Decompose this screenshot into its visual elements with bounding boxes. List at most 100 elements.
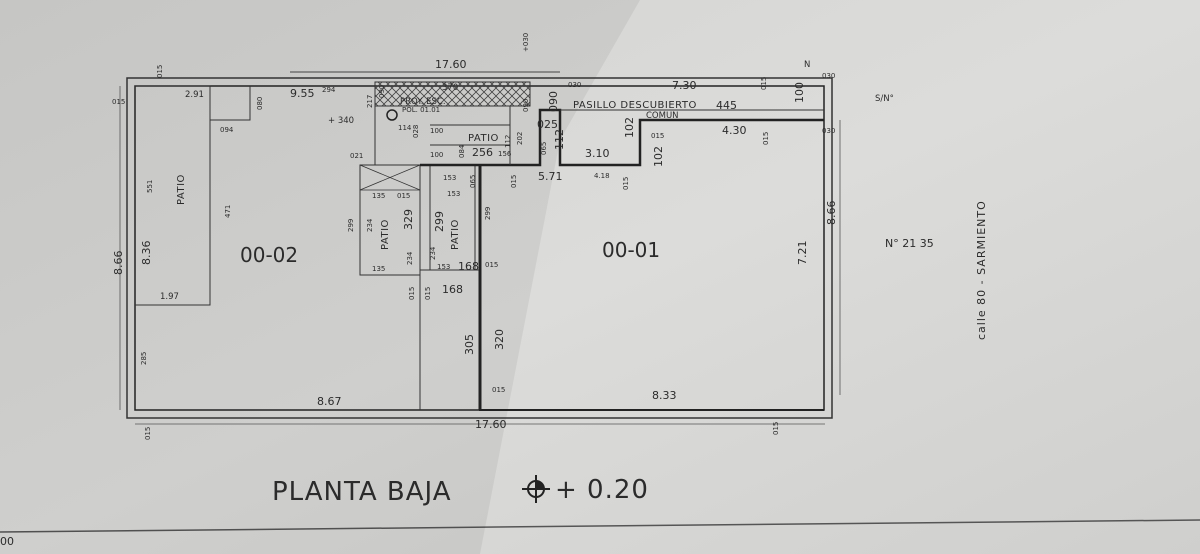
dim-168a: 168 bbox=[458, 260, 479, 273]
dim-015-h: 015 bbox=[492, 386, 505, 394]
dim-445: 445 bbox=[716, 99, 737, 112]
dim-721: 7.21 bbox=[796, 241, 809, 266]
dim-094: 094 bbox=[220, 126, 234, 134]
level-text: + 0.20 bbox=[555, 475, 649, 505]
dim-015-g: 015 bbox=[762, 132, 770, 145]
dim-234a: 234 bbox=[366, 218, 374, 232]
dim-234b: 234 bbox=[406, 251, 414, 265]
plan-title: PLANTA BAJA bbox=[272, 477, 452, 507]
dim-065b: 065 bbox=[469, 175, 477, 188]
dim-168b: 168 bbox=[442, 283, 463, 296]
outer-wall bbox=[126, 77, 833, 419]
dim-015-b: 015 bbox=[156, 65, 164, 78]
dim-025: 025 bbox=[537, 118, 558, 131]
dim-bottom: 17.60 bbox=[475, 418, 507, 431]
dim-015-a: 015 bbox=[651, 132, 664, 140]
sn-label: S/N° bbox=[875, 94, 894, 104]
dim-015-e: 015 bbox=[772, 422, 780, 435]
dim-015-l: 015 bbox=[408, 287, 416, 300]
dim-202: 202 bbox=[516, 132, 524, 145]
dim-015-m: 015 bbox=[424, 287, 432, 300]
dim-021: 021 bbox=[350, 152, 363, 160]
dim-730: 7.30 bbox=[672, 79, 697, 92]
proy-esc-label: PROY. ESC. bbox=[400, 97, 446, 107]
street-name: calle 80 - SARMIENTO bbox=[975, 200, 988, 340]
dim-551: 551 bbox=[146, 180, 154, 193]
dim-030-b: 030 bbox=[568, 81, 581, 89]
dim-329: 329 bbox=[402, 209, 415, 230]
dim-867: 8.67 bbox=[317, 395, 342, 408]
dim-015-d: 015 bbox=[144, 427, 152, 440]
dim-234c: 234 bbox=[429, 246, 437, 260]
edge-fragment: 00 bbox=[0, 535, 14, 548]
unit-label-00-02: 00-02 bbox=[240, 243, 298, 267]
dim-836: 8.36 bbox=[140, 241, 153, 266]
dim-030-d: 030 bbox=[822, 72, 835, 80]
dim-153a: 153 bbox=[443, 174, 456, 182]
dim-090a: 090 bbox=[378, 85, 386, 98]
dim-100b: 100 bbox=[430, 151, 443, 159]
dim-833: 8.33 bbox=[652, 389, 677, 402]
patio-top-label: PATIO bbox=[468, 133, 499, 144]
dim-left: 8.66 bbox=[112, 251, 125, 276]
dim-299b: 299 bbox=[433, 211, 446, 232]
dim-top: 17.60 bbox=[435, 58, 467, 71]
dim-030-c: 030 bbox=[822, 127, 835, 135]
level-symbol-icon bbox=[522, 475, 550, 503]
dim-291: 2.91 bbox=[185, 90, 204, 100]
unit-01-wall bbox=[420, 108, 824, 167]
dim-112a: 112 bbox=[504, 135, 512, 148]
paper-edge bbox=[0, 519, 1200, 533]
dim-471: 471 bbox=[224, 205, 232, 218]
dim-299c: 299 bbox=[484, 207, 492, 220]
dim-015-j: 015 bbox=[510, 175, 518, 188]
pasillo-label-2: COMUN bbox=[646, 111, 679, 121]
patio-right-label: PATIO bbox=[450, 219, 461, 250]
dim-090b: 090 bbox=[522, 99, 530, 112]
dim-102a: 102 bbox=[623, 117, 636, 138]
dim-030-top: +030 bbox=[522, 33, 530, 52]
dim-right: 8.66 bbox=[825, 201, 838, 226]
dim-015-c: 015 bbox=[112, 98, 125, 106]
dim-217: 217 bbox=[366, 95, 374, 108]
dim-370: 370 bbox=[442, 83, 458, 93]
dim-100c: 100 bbox=[793, 82, 806, 103]
dim-310: 3.10 bbox=[585, 147, 610, 160]
unit-01-bottom bbox=[479, 165, 824, 411]
dim-090c: 090 bbox=[547, 91, 560, 112]
dim-430: 4.30 bbox=[722, 124, 747, 137]
dim-100a: 100 bbox=[430, 127, 443, 135]
patio-left-notch bbox=[210, 86, 251, 121]
dim-340: + 340 bbox=[328, 116, 354, 126]
dim-114: 114 bbox=[398, 124, 412, 132]
street-number: N° 21 35 bbox=[885, 237, 934, 250]
dim-256: 256 bbox=[472, 146, 493, 159]
dim-015-f: 015 bbox=[760, 77, 768, 90]
dim-135a: 135 bbox=[372, 192, 385, 200]
dim-112b: 112 bbox=[553, 129, 566, 150]
central-room-cross-b bbox=[359, 164, 421, 191]
dim-135b: 135 bbox=[372, 265, 385, 273]
dim-028: 028 bbox=[412, 125, 420, 138]
dim-065a: 065 bbox=[540, 142, 548, 155]
dim-299a: 299 bbox=[347, 219, 355, 232]
dim-084: 084 bbox=[458, 144, 466, 158]
dim-015-k: 015 bbox=[622, 177, 630, 190]
dim-320: 320 bbox=[493, 329, 506, 350]
patio-center-label: PATIO bbox=[380, 219, 391, 250]
dim-197: 1.97 bbox=[160, 292, 179, 302]
pasillo-label: PASILLO DESCUBIERTO bbox=[573, 100, 697, 111]
dim-015-n: 015 bbox=[397, 192, 410, 200]
north-label: N bbox=[804, 60, 810, 70]
dim-153b: 153 bbox=[447, 190, 460, 198]
patio-left-wall bbox=[135, 85, 211, 306]
stair-symbol-icon bbox=[386, 109, 398, 121]
dim-102b: 102 bbox=[652, 146, 665, 167]
dim-015-i: 015 bbox=[485, 261, 498, 269]
shadow-overlay bbox=[0, 0, 640, 554]
dim-285: 285 bbox=[140, 352, 148, 365]
unit-label-00-01: 00-01 bbox=[602, 238, 660, 262]
dim-156: 156 bbox=[498, 150, 512, 158]
